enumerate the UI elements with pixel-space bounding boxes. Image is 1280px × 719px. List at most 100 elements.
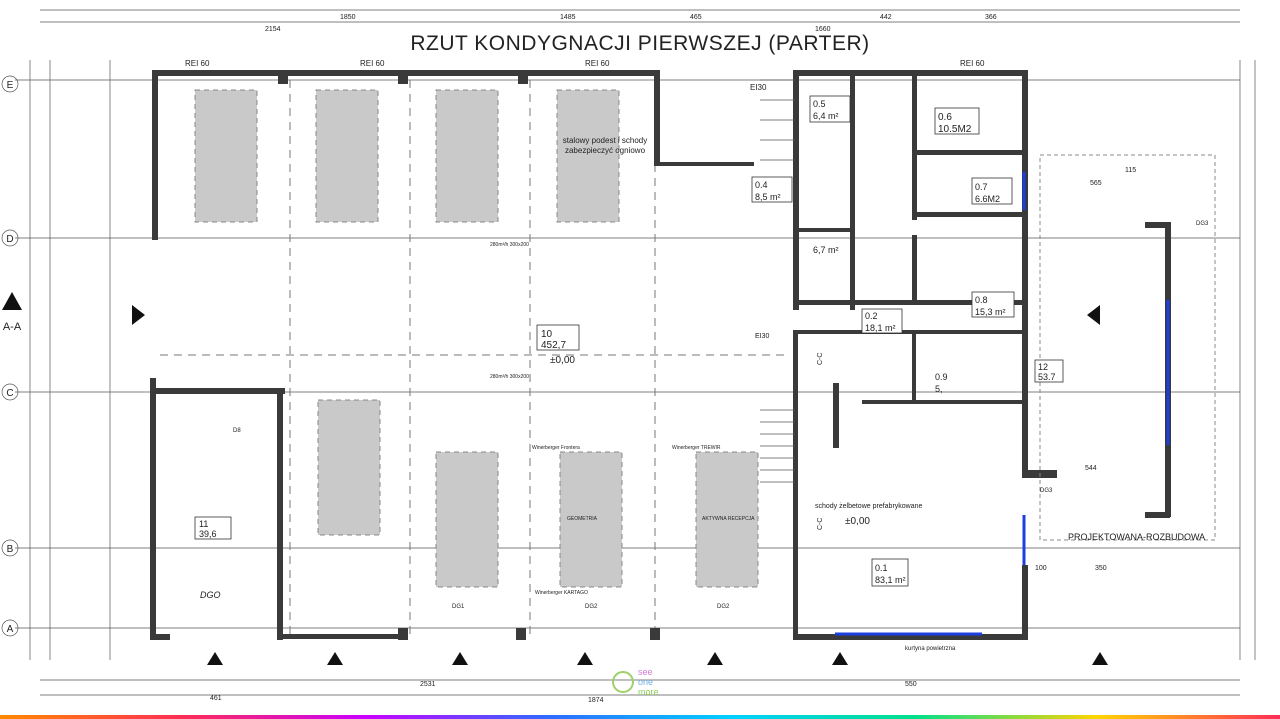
axis-c: C xyxy=(6,388,13,399)
dim: 1874 xyxy=(588,697,604,704)
svg-text:11: 11 xyxy=(199,519,208,529)
svg-text:5,: 5, xyxy=(935,384,943,394)
svg-text:83,1 m²: 83,1 m² xyxy=(875,575,906,585)
svg-text:0.2: 0.2 xyxy=(865,311,878,321)
dim: 100 xyxy=(1035,565,1047,572)
svg-text:REI 60: REI 60 xyxy=(185,59,210,68)
axis-d: D xyxy=(6,234,13,245)
marker-icon xyxy=(707,652,723,665)
dim: 1660 xyxy=(815,26,831,33)
svg-text:0.4: 0.4 xyxy=(755,180,768,190)
extension-label: PROJEKTOWANA-ROZBUDOWA xyxy=(1068,532,1205,542)
svg-text:452,7: 452,7 xyxy=(541,340,566,351)
marker-icon xyxy=(577,652,593,665)
steel-stairs-note: stalowy podest i schody zabezpieczyć ogn… xyxy=(562,136,648,155)
axis-e: E xyxy=(7,80,14,91)
svg-text:kurtyna powietrzna: kurtyna powietrzna xyxy=(905,646,956,652)
dim: 1850 xyxy=(340,14,356,21)
svg-text:±0,00: ±0,00 xyxy=(845,516,870,527)
svg-text:C-C: C-C xyxy=(817,518,824,530)
svg-text:REI 60: REI 60 xyxy=(585,59,610,68)
dim: 550 xyxy=(905,681,917,688)
svg-text:DG3: DG3 xyxy=(1196,221,1209,227)
svg-text:0.6: 0.6 xyxy=(938,112,952,123)
axis-b: B xyxy=(7,544,14,555)
room-6-7: 6,7 m² xyxy=(813,245,839,255)
marker-icon xyxy=(132,305,145,325)
svg-text:8,5 m²: 8,5 m² xyxy=(755,192,781,202)
dim: 465 xyxy=(690,14,702,21)
dim: 544 xyxy=(1085,465,1097,472)
skylights xyxy=(194,89,759,588)
marker-icon xyxy=(1087,305,1100,325)
logo-mark-icon xyxy=(612,671,634,693)
room-labels: 0.56,4 m² 0.610.5M2 0.4 8,5 m² 0.7 6.6M2 6… xyxy=(194,95,1064,587)
axis-labels: E D C B A A-A xyxy=(1,75,22,637)
dim: 2154 xyxy=(265,26,281,33)
svg-text:39,6: 39,6 xyxy=(199,529,217,539)
section-label: A-A xyxy=(3,321,22,333)
dimension-values: 1850 2154 1485 465 1660 442 366 461 2531… xyxy=(210,14,1136,704)
extension-outline xyxy=(1039,154,1216,541)
svg-text:6,4 m²: 6,4 m² xyxy=(813,111,839,121)
dim: 2531 xyxy=(420,681,436,688)
dim: 1485 xyxy=(560,14,576,21)
section-marker-icon xyxy=(2,292,22,310)
svg-text:Winerberger Frontera: Winerberger Frontera xyxy=(532,445,580,451)
svg-text:10: 10 xyxy=(541,329,553,340)
marker-icon xyxy=(832,652,848,665)
stairs xyxy=(760,79,795,483)
svg-text:53.7: 53.7 xyxy=(1038,372,1056,382)
svg-text:C-C: C-C xyxy=(817,353,824,365)
svg-text:DG2: DG2 xyxy=(585,604,598,610)
dim: 461 xyxy=(210,695,222,702)
logo: see one more xyxy=(612,667,672,699)
glazing xyxy=(835,172,1170,636)
room-0-9: 0.95, xyxy=(935,372,948,394)
svg-text:REI 60: REI 60 xyxy=(360,59,385,68)
axis-a: A xyxy=(7,624,14,635)
logo-text: see one more xyxy=(638,667,659,697)
svg-text:Winerberger TREWIR: Winerberger TREWIR xyxy=(672,445,721,451)
marker-icon xyxy=(207,652,223,665)
svg-text:6,7 m²: 6,7 m² xyxy=(813,245,839,255)
svg-text:DG3: DG3 xyxy=(1040,488,1053,494)
svg-text:DG1: DG1 xyxy=(452,604,465,610)
svg-text:DGO: DGO xyxy=(200,590,221,600)
svg-text:schody żelbetowe prefabrykowan: schody żelbetowe prefabrykowane xyxy=(815,503,923,510)
dim: 565 xyxy=(1090,180,1102,187)
room-0-8: 0.815,3 m² xyxy=(971,291,1015,318)
logo-line: more xyxy=(638,687,659,697)
dim: 115 xyxy=(1125,167,1136,174)
svg-text:0.7: 0.7 xyxy=(975,182,988,192)
dim: 366 xyxy=(985,14,997,21)
room-0-6: 0.610.5M2 xyxy=(934,107,980,135)
svg-text:AKTYWNA RECEPCJA: AKTYWNA RECEPCJA xyxy=(702,516,755,522)
logo-line: see xyxy=(638,667,653,677)
svg-text:6.6M2: 6.6M2 xyxy=(975,194,1000,204)
marker-icon xyxy=(327,652,343,665)
svg-text:18,1 m²: 18,1 m² xyxy=(865,323,896,333)
logo-line: one xyxy=(638,677,654,687)
svg-text:280m³/h 300x200: 280m³/h 300x200 xyxy=(490,242,529,248)
room-0-5: 0.56,4 m² xyxy=(809,95,851,123)
svg-text:15,3 m²: 15,3 m² xyxy=(975,307,1006,317)
svg-text:280m³/h 300x200: 280m³/h 300x200 xyxy=(490,374,529,380)
svg-text:10.5M2: 10.5M2 xyxy=(938,124,972,135)
progress-strip xyxy=(0,715,1280,719)
dim: 350 xyxy=(1095,565,1107,572)
svg-text:DG2: DG2 xyxy=(717,604,730,610)
elevation-markers xyxy=(132,305,1108,665)
svg-text:D8: D8 xyxy=(233,428,241,434)
dim: 442 xyxy=(880,14,892,21)
svg-text:EI30: EI30 xyxy=(755,333,770,340)
svg-text:GEOMETRIA: GEOMETRIA xyxy=(567,516,598,522)
svg-text:EI30: EI30 xyxy=(750,83,767,92)
svg-text:12: 12 xyxy=(1038,362,1048,372)
annotations: REI 60 REI 60 REI 60 REI 60 EI30 EI30 sc… xyxy=(185,59,1209,652)
svg-text:0.1: 0.1 xyxy=(875,563,888,573)
svg-text:Winerberger KARTAGO: Winerberger KARTAGO xyxy=(535,590,588,596)
